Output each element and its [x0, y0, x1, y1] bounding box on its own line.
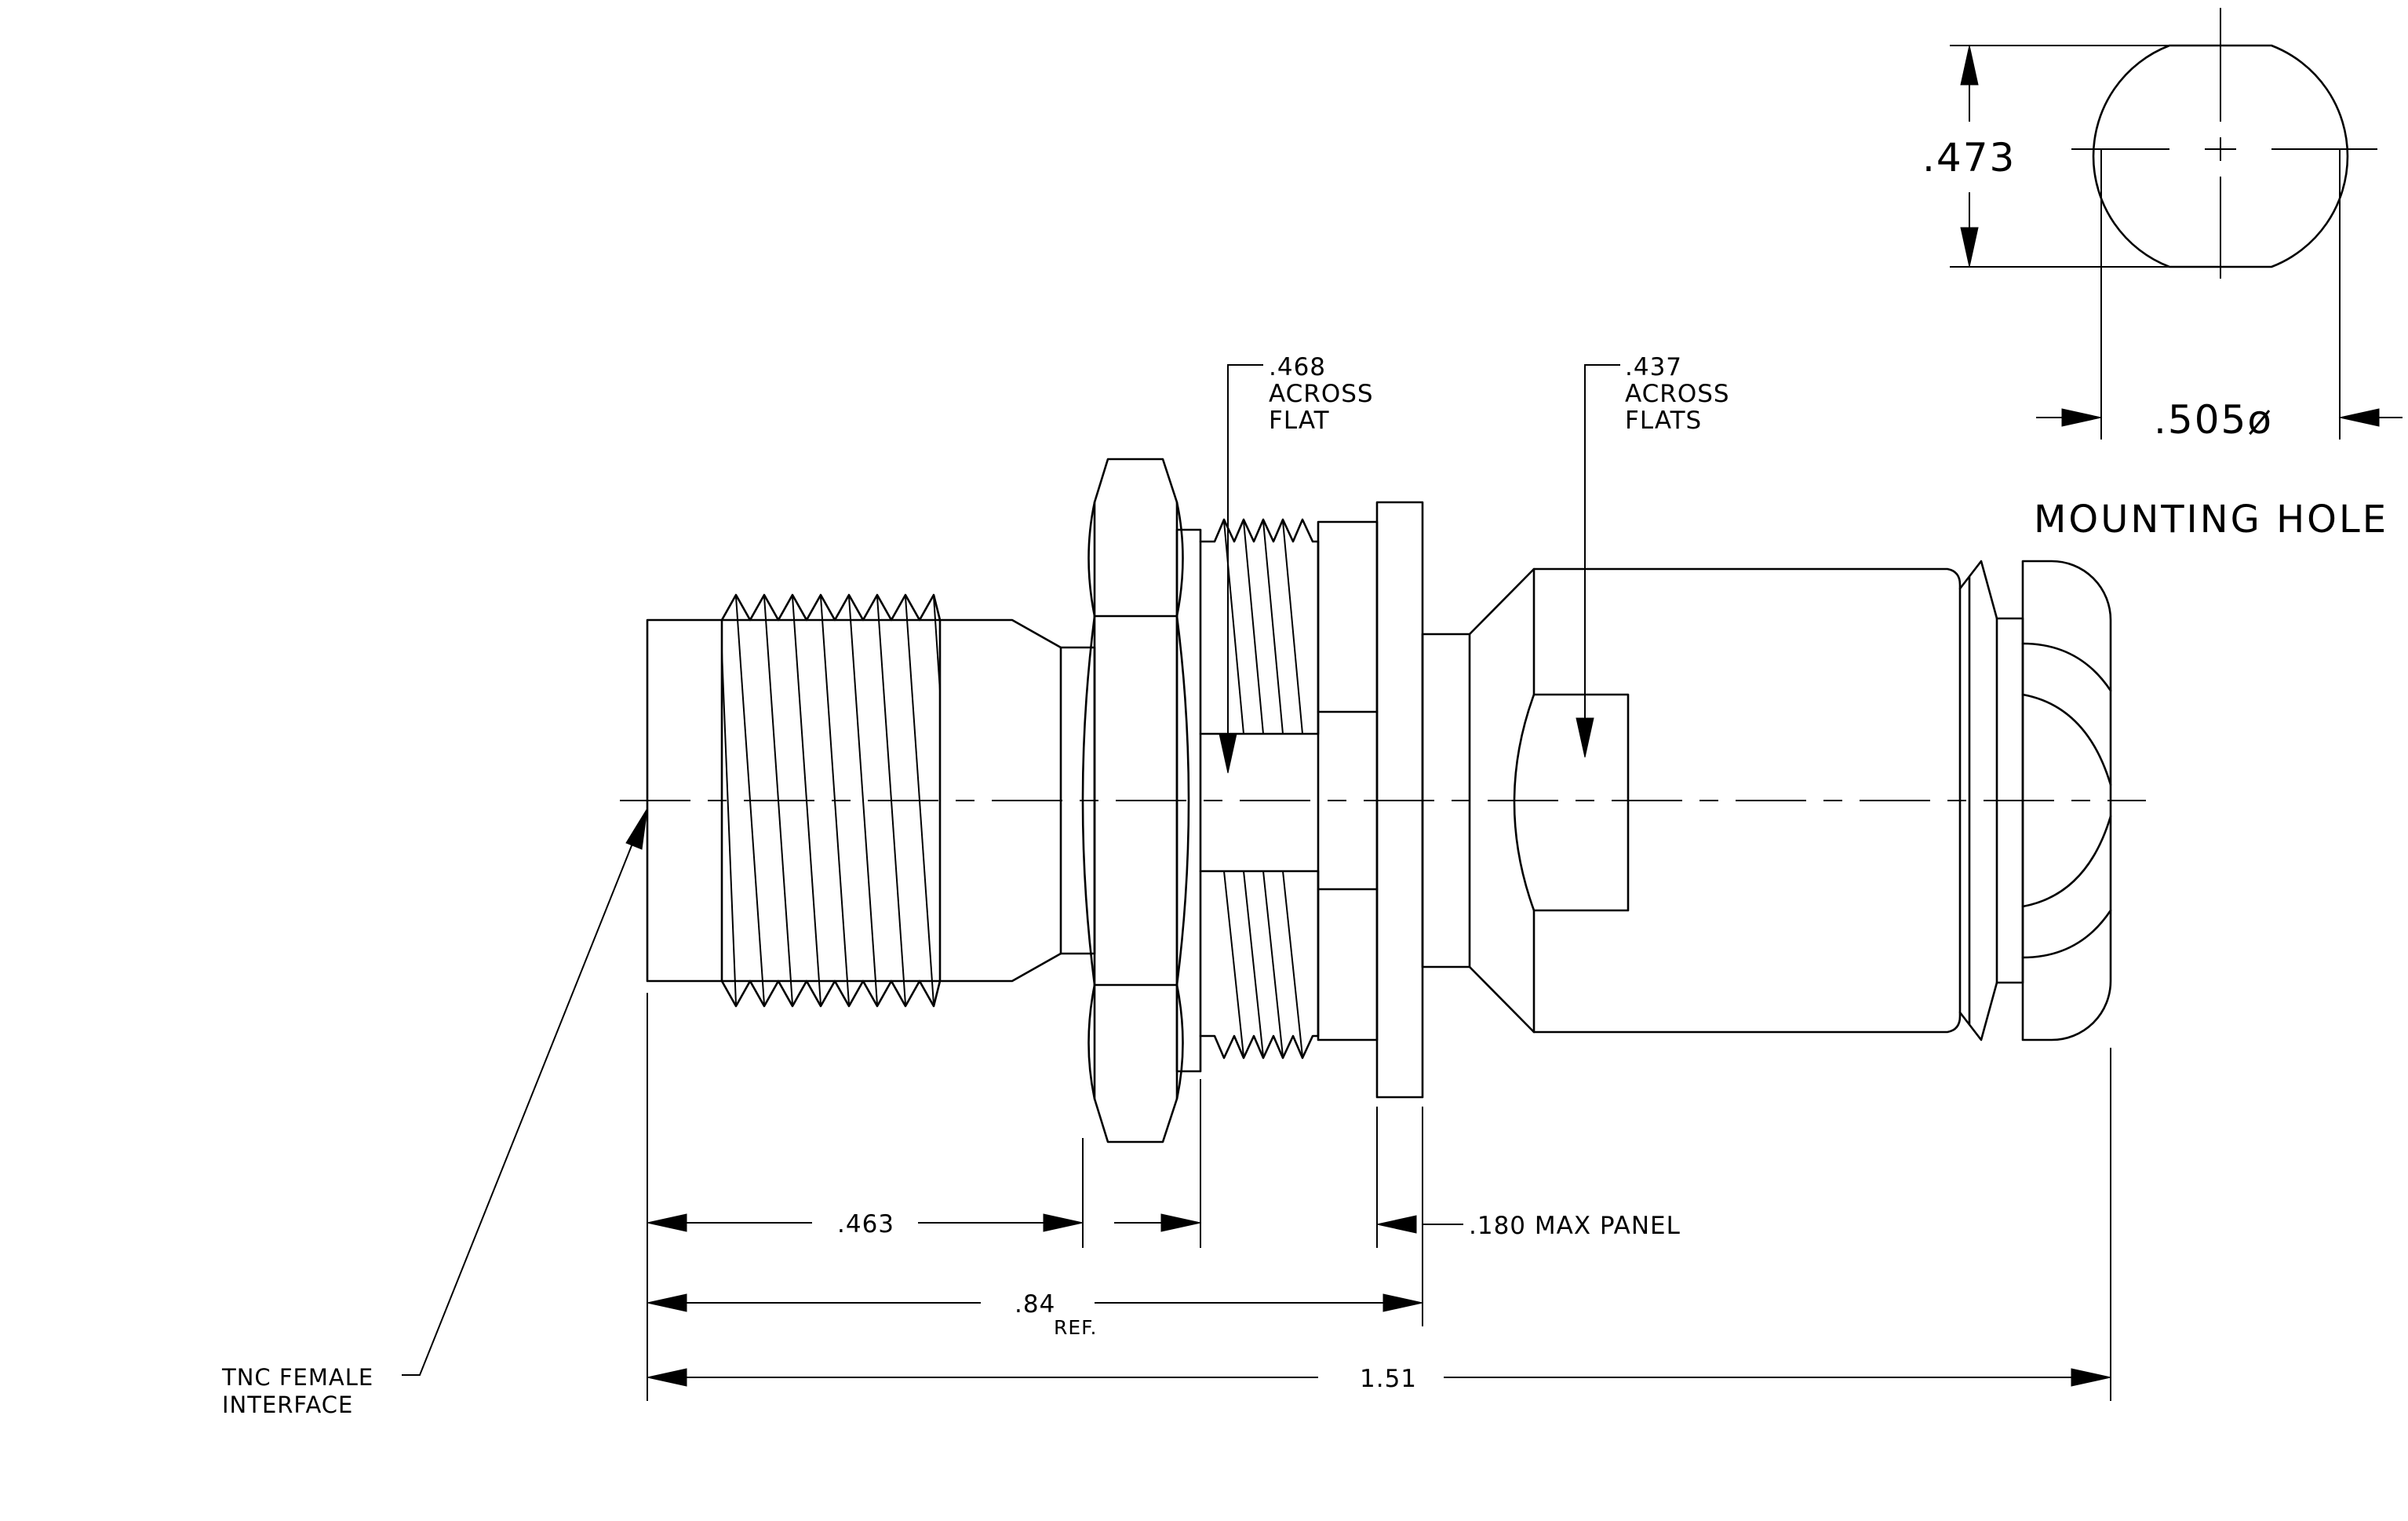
hex-nut: [1081, 458, 1190, 1143]
mounting-hole-title: MOUNTING HOLE: [2034, 498, 2388, 542]
dim-473: .473: [1922, 135, 2016, 181]
svg-text:.84: .84: [1015, 1290, 1055, 1319]
svg-text:FLATS: FLATS: [1625, 407, 1702, 435]
arrowhead: [2339, 408, 2380, 427]
svg-text:FLAT: FLAT: [1269, 407, 1330, 435]
dimension-180-max-panel: .180 MAX PANEL: [1376, 1212, 1681, 1240]
dimension-washer: [1114, 1213, 1201, 1232]
dimension-463: .463: [647, 1210, 1084, 1238]
lock-washer: [1175, 528, 1202, 1073]
svg-text:TNC FEMALE: TNC FEMALE: [221, 1364, 373, 1391]
callout-437-across-flats: .437 ACROSS FLATS: [1576, 353, 1730, 758]
d-flat-section: [1317, 520, 1379, 1041]
rear-body: [1468, 567, 1962, 1034]
svg-text:1.51: 1.51: [1360, 1365, 1417, 1393]
mounting-hole-view: .473 .505ø MOUNTING HOLE: [1922, 8, 2403, 542]
svg-text:.180 MAX PANEL: .180 MAX PANEL: [1469, 1212, 1681, 1240]
interface-front-body: [646, 618, 723, 983]
bottom-dimensions: .463 .180 MAX PANEL .84 REF.: [647, 993, 2111, 1401]
svg-text:.468: .468: [1269, 353, 1326, 381]
svg-text:REF.: REF.: [1054, 1316, 1097, 1339]
arrowhead: [2061, 408, 2102, 427]
arrowhead: [1960, 227, 1979, 268]
svg-text:INTERFACE: INTERFACE: [222, 1392, 353, 1418]
mounting-hole-outline: [2092, 44, 2349, 268]
rear-collar: [1421, 633, 1471, 968]
rear-clamp-nut: [1958, 560, 2112, 1041]
arrowhead: [1960, 45, 1979, 86]
dimension-84-ref: .84 REF.: [647, 1290, 1423, 1339]
dim-505-diameter: .505ø: [2154, 397, 2273, 443]
svg-text:.437: .437: [1625, 353, 1682, 381]
svg-text:ACROSS: ACROSS: [1625, 380, 1730, 408]
dimension-151-overall: 1.51: [647, 1365, 2111, 1393]
callout-tnc-female-interface: TNC FEMALE INTERFACE: [221, 808, 648, 1418]
connector-side-view: [620, 458, 2146, 1143]
mounting-thread: [1199, 518, 1320, 1060]
coupling-thread: [720, 593, 942, 1008]
callout-468-across-flat: .468 ACROSS FLAT: [1219, 353, 1374, 774]
svg-text:ACROSS: ACROSS: [1269, 380, 1374, 408]
svg-text:.463: .463: [837, 1210, 894, 1238]
